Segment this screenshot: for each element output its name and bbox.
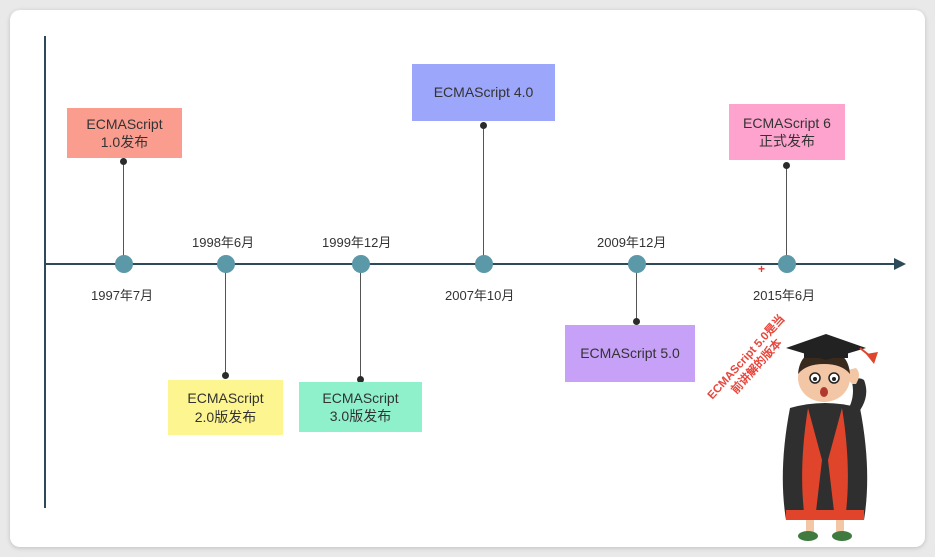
timeline-axis <box>44 263 896 265</box>
event-6-connector <box>786 166 787 264</box>
event-6-box: ECMAScript 6 正式发布 <box>729 104 845 160</box>
plus-icon: + <box>758 262 766 276</box>
event-5-connector <box>636 264 637 322</box>
event-5-node <box>628 255 646 273</box>
event-4-dot <box>480 122 487 129</box>
event-3-box: ECMAScript 3.0版发布 <box>299 382 422 432</box>
vertical-axis <box>44 36 46 508</box>
event-5-date: 2009年12月 <box>597 235 667 250</box>
event-6-dot <box>783 162 790 169</box>
event-1-box: ECMAScript 1.0发布 <box>67 108 182 158</box>
event-2-date: 1998年6月 <box>192 235 255 250</box>
event-3-dot <box>357 376 364 383</box>
event-1-date: 1997年7月 <box>91 288 154 303</box>
event-1-dot <box>120 158 127 165</box>
event-2-connector <box>225 264 226 376</box>
event-3-connector <box>360 264 361 380</box>
event-2-box: ECMAScript 2.0版发布 <box>168 380 283 435</box>
event-5-box: ECMAScript 5.0 <box>565 325 695 382</box>
event-4-date: 2007年10月 <box>445 288 515 303</box>
axis-arrow-icon <box>894 258 906 270</box>
event-4-box: ECMAScript 4.0 <box>412 64 555 121</box>
event-6-node <box>778 255 796 273</box>
graduate-character-illustration <box>782 334 878 541</box>
event-4-node <box>475 255 493 273</box>
event-5-dot <box>633 318 640 325</box>
event-3-date: 1999年12月 <box>322 235 392 250</box>
event-3-node <box>352 255 370 273</box>
event-6-date: 2015年6月 <box>753 288 816 303</box>
event-4-connector <box>483 126 484 264</box>
event-1-node <box>115 255 133 273</box>
event-2-dot <box>222 372 229 379</box>
event-2-node <box>217 255 235 273</box>
event-1-connector <box>123 162 124 264</box>
